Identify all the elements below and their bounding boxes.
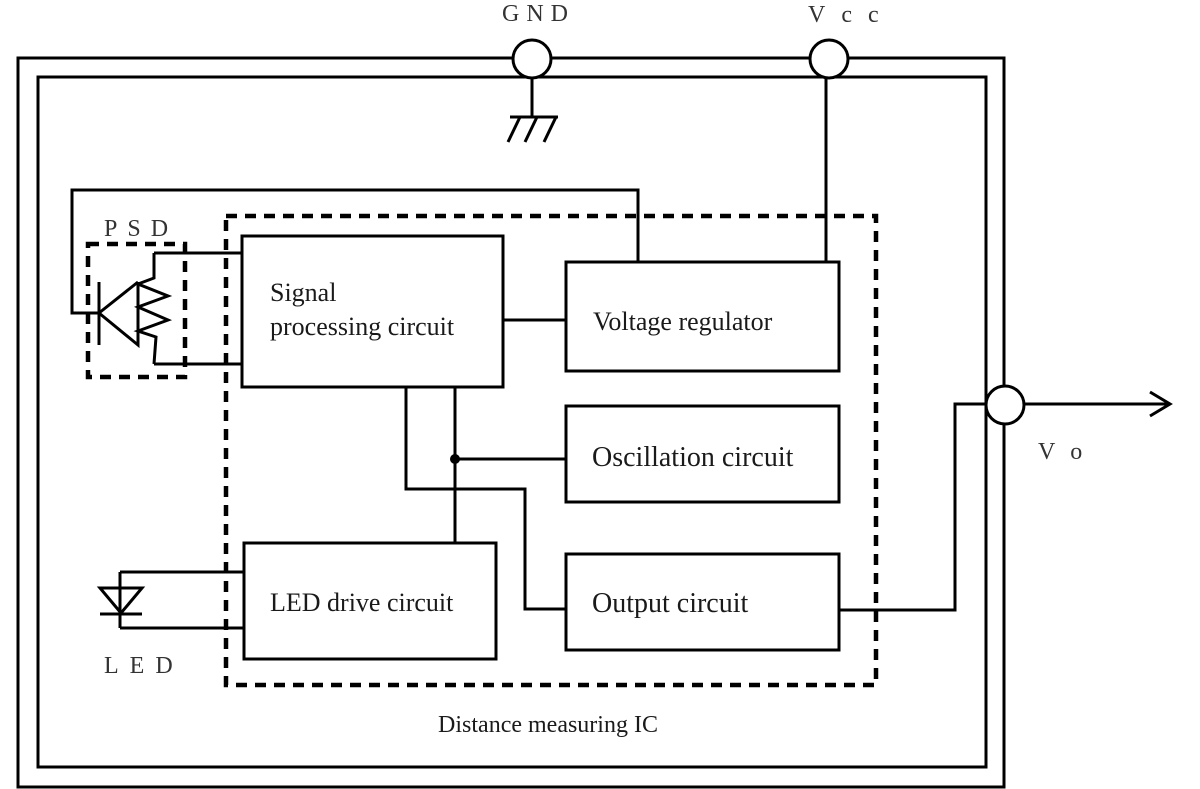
wire-regulator-to-psd — [70, 188, 640, 315]
gnd-label: GND — [502, 1, 575, 27]
voltage-regulator-label: Voltage regulator — [593, 307, 773, 336]
led-label: LED — [104, 653, 184, 679]
ic-label: Distance measuring IC — [438, 712, 658, 738]
signal-processing-label-1: Signal — [270, 278, 336, 307]
package-outline-inner — [36, 75, 988, 769]
signal-processing-label-2: processing circuit — [270, 312, 455, 341]
vo-terminal-icon — [984, 384, 1026, 426]
vcc-pin — [808, 38, 850, 262]
psd-photodiode-icon — [96, 251, 243, 366]
output-label: Output circuit — [592, 588, 749, 619]
psd-label: PSD — [104, 216, 178, 242]
arrow-right-icon — [1149, 390, 1173, 418]
vcc-terminal-icon — [808, 38, 850, 80]
wire-signal-to-output — [404, 385, 568, 611]
led-drive-label: LED drive circuit — [270, 588, 454, 617]
output-block — [564, 552, 841, 652]
vcc-label: Vcc — [808, 2, 895, 28]
signal-processing-block — [240, 234, 505, 389]
wire-output-to-vo — [837, 402, 990, 612]
gnd-pin — [506, 38, 558, 143]
led-drive-block — [242, 541, 498, 661]
psd-boundary — [85, 241, 188, 380]
led-diode-icon — [96, 570, 244, 630]
oscillation-label: Oscillation circuit — [592, 442, 794, 473]
ground-icon — [506, 115, 558, 143]
junction-dot-icon — [450, 454, 460, 464]
gnd-terminal-icon — [511, 38, 553, 80]
oscillation-block — [564, 404, 841, 504]
voltage-regulator-block — [564, 260, 841, 373]
vo-label: Vo — [1038, 439, 1100, 465]
ic-boundary — [223, 213, 879, 688]
